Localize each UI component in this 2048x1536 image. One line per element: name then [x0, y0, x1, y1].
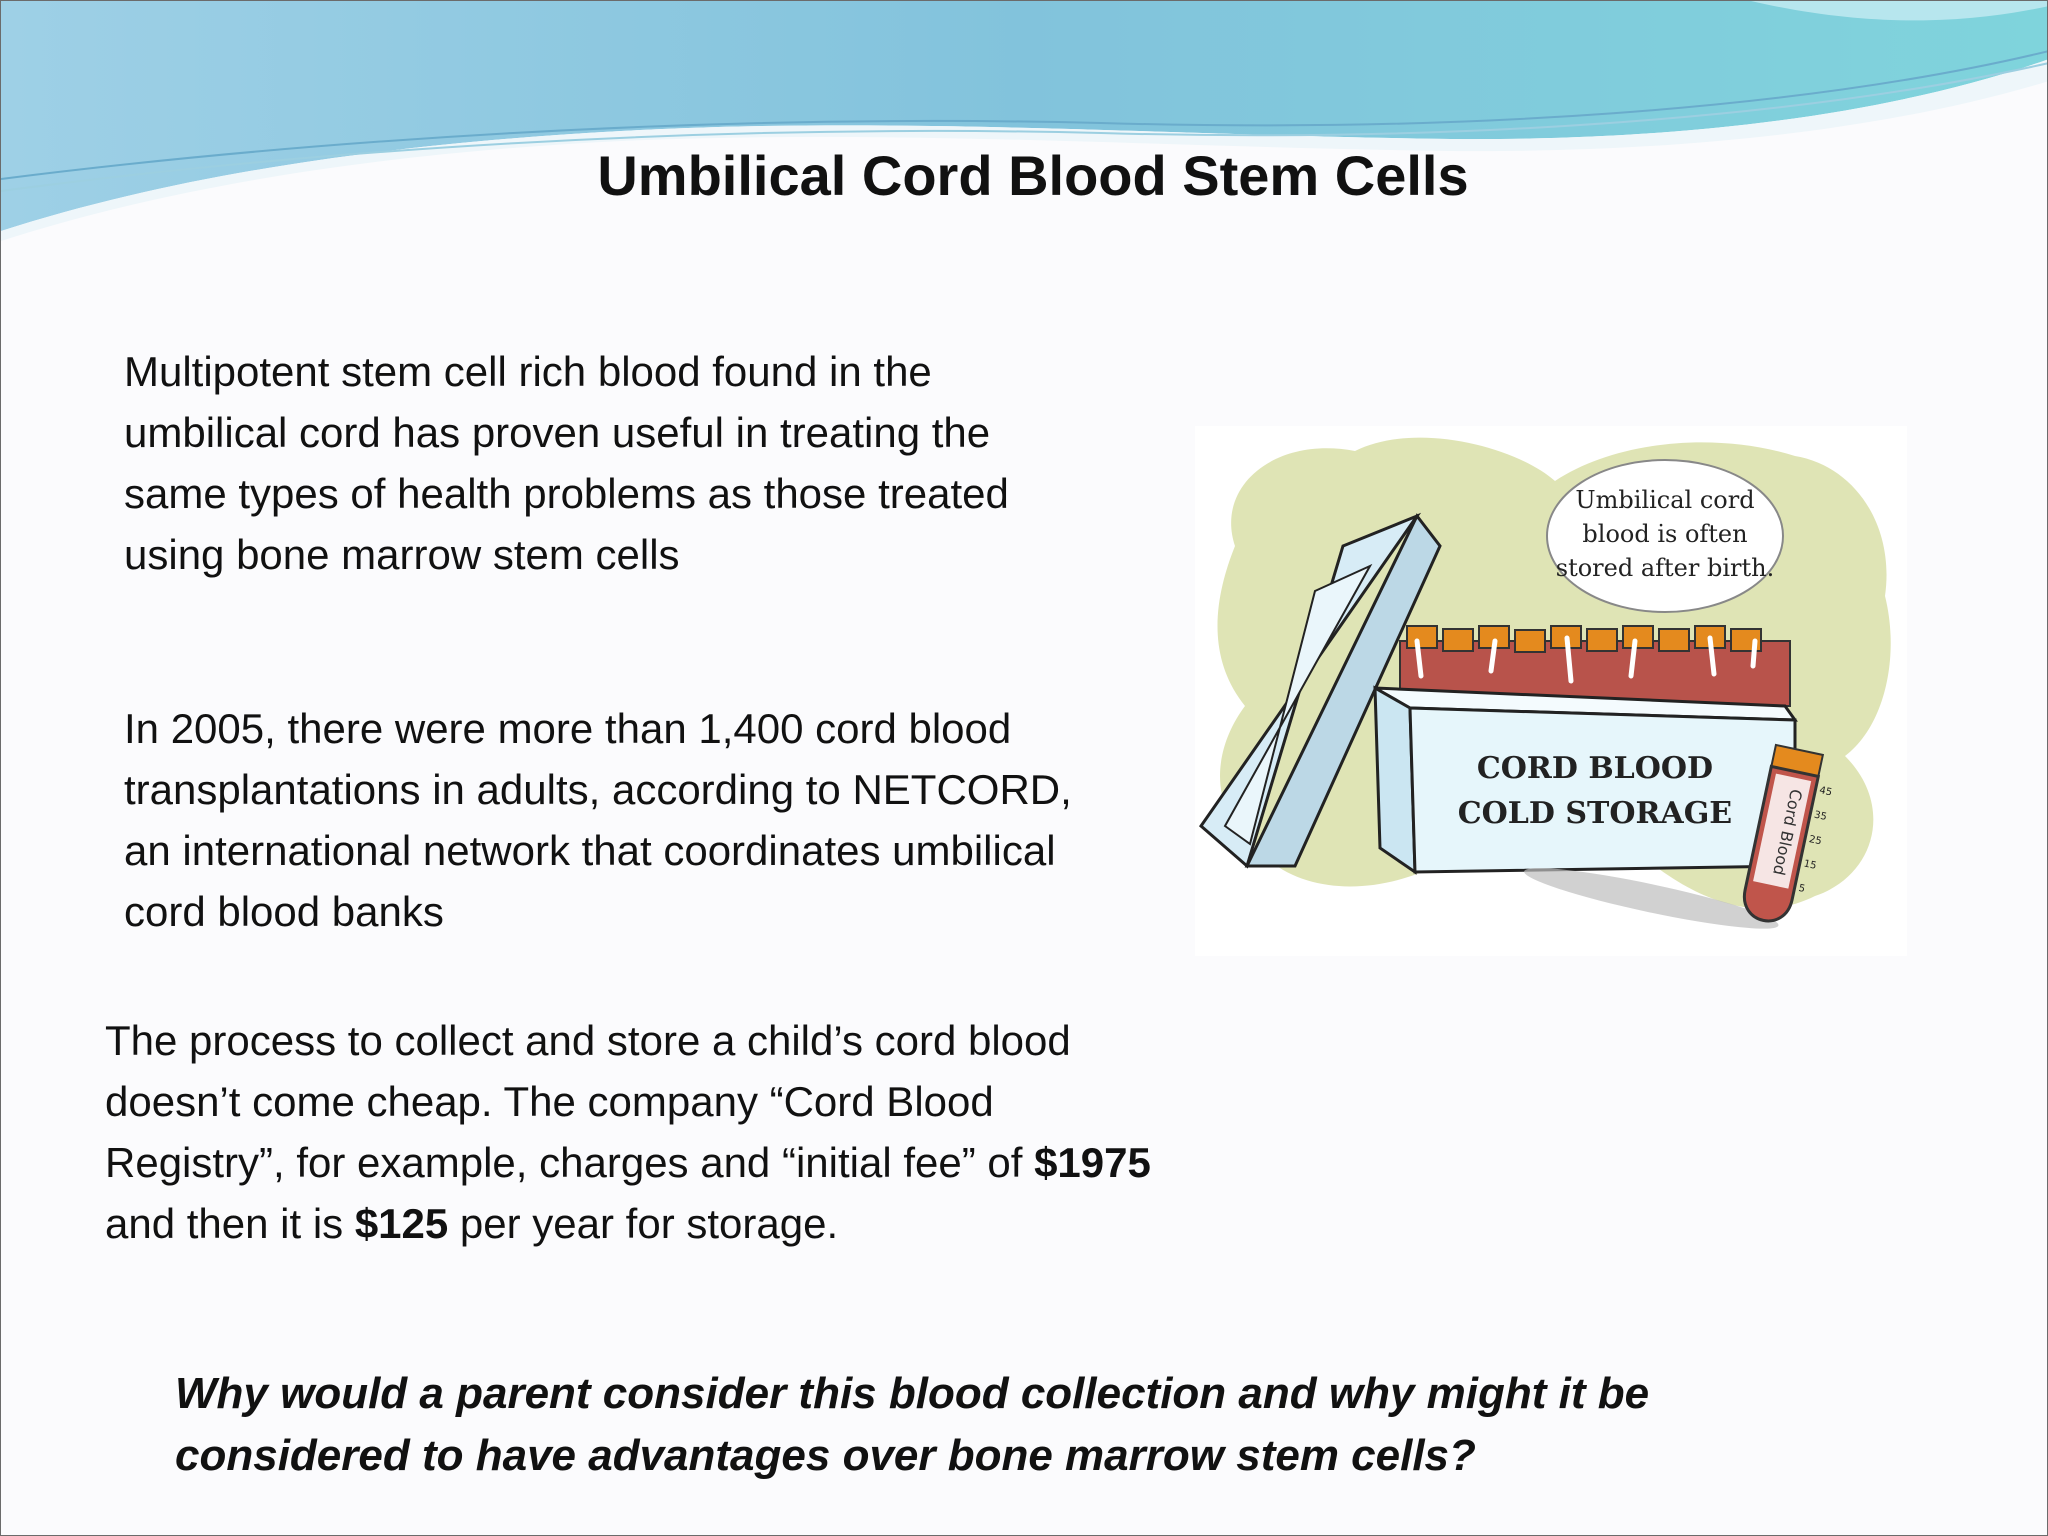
- cost-text-part-2: and then it is: [105, 1200, 355, 1247]
- cord-blood-test-tube: Cord Blood 45 35 25 15 5: [1524, 743, 1833, 929]
- discussion-question: Why would a parent consider this blood c…: [175, 1369, 1650, 1480]
- yearly-fee-amount: $125: [354, 1200, 449, 1247]
- cost-text-part-1: The process to collect and store a child…: [105, 1017, 1071, 1186]
- tube-scale-4: 5: [1797, 883, 1806, 895]
- cord-blood-storage-illustration: CORD BLOOD COLD STORAGE Cord Blood 45 35…: [1195, 426, 1907, 956]
- bubble-line-2: blood is often: [1582, 520, 1747, 548]
- tube-scale-1: 35: [1813, 810, 1828, 823]
- wave-header-decoration: [1, 1, 2047, 241]
- paragraph-multipotent: Multipotent stem cell rich blood found i…: [124, 348, 1009, 578]
- bubble-line-1: Umbilical cord: [1575, 486, 1754, 514]
- box-label-line-1: CORD BLOOD: [1477, 751, 1713, 786]
- storage-box-lid: [1198, 512, 1442, 869]
- tube-scale-0: 45: [1818, 785, 1833, 798]
- initial-fee-amount: $1975: [1034, 1139, 1151, 1186]
- bubble-line-3: stored after birth.: [1556, 554, 1774, 582]
- cost-text-part-3: per year for storage.: [448, 1200, 839, 1247]
- paragraph-cost: The process to collect and store a child…: [105, 1010, 1165, 1254]
- storage-box: CORD BLOOD COLD STORAGE: [1373, 685, 1798, 875]
- tube-scale-3: 15: [1803, 858, 1818, 871]
- box-label-line-2: COLD STORAGE: [1458, 796, 1732, 831]
- caption-bubble: Umbilical cord blood is often stored aft…: [1546, 459, 1784, 613]
- slide-title: Umbilical Cord Blood Stem Cells: [597, 144, 1469, 207]
- paragraph-netcord: In 2005, there were more than 1,400 cord…: [124, 705, 1072, 935]
- tube-scale-2: 25: [1808, 834, 1823, 847]
